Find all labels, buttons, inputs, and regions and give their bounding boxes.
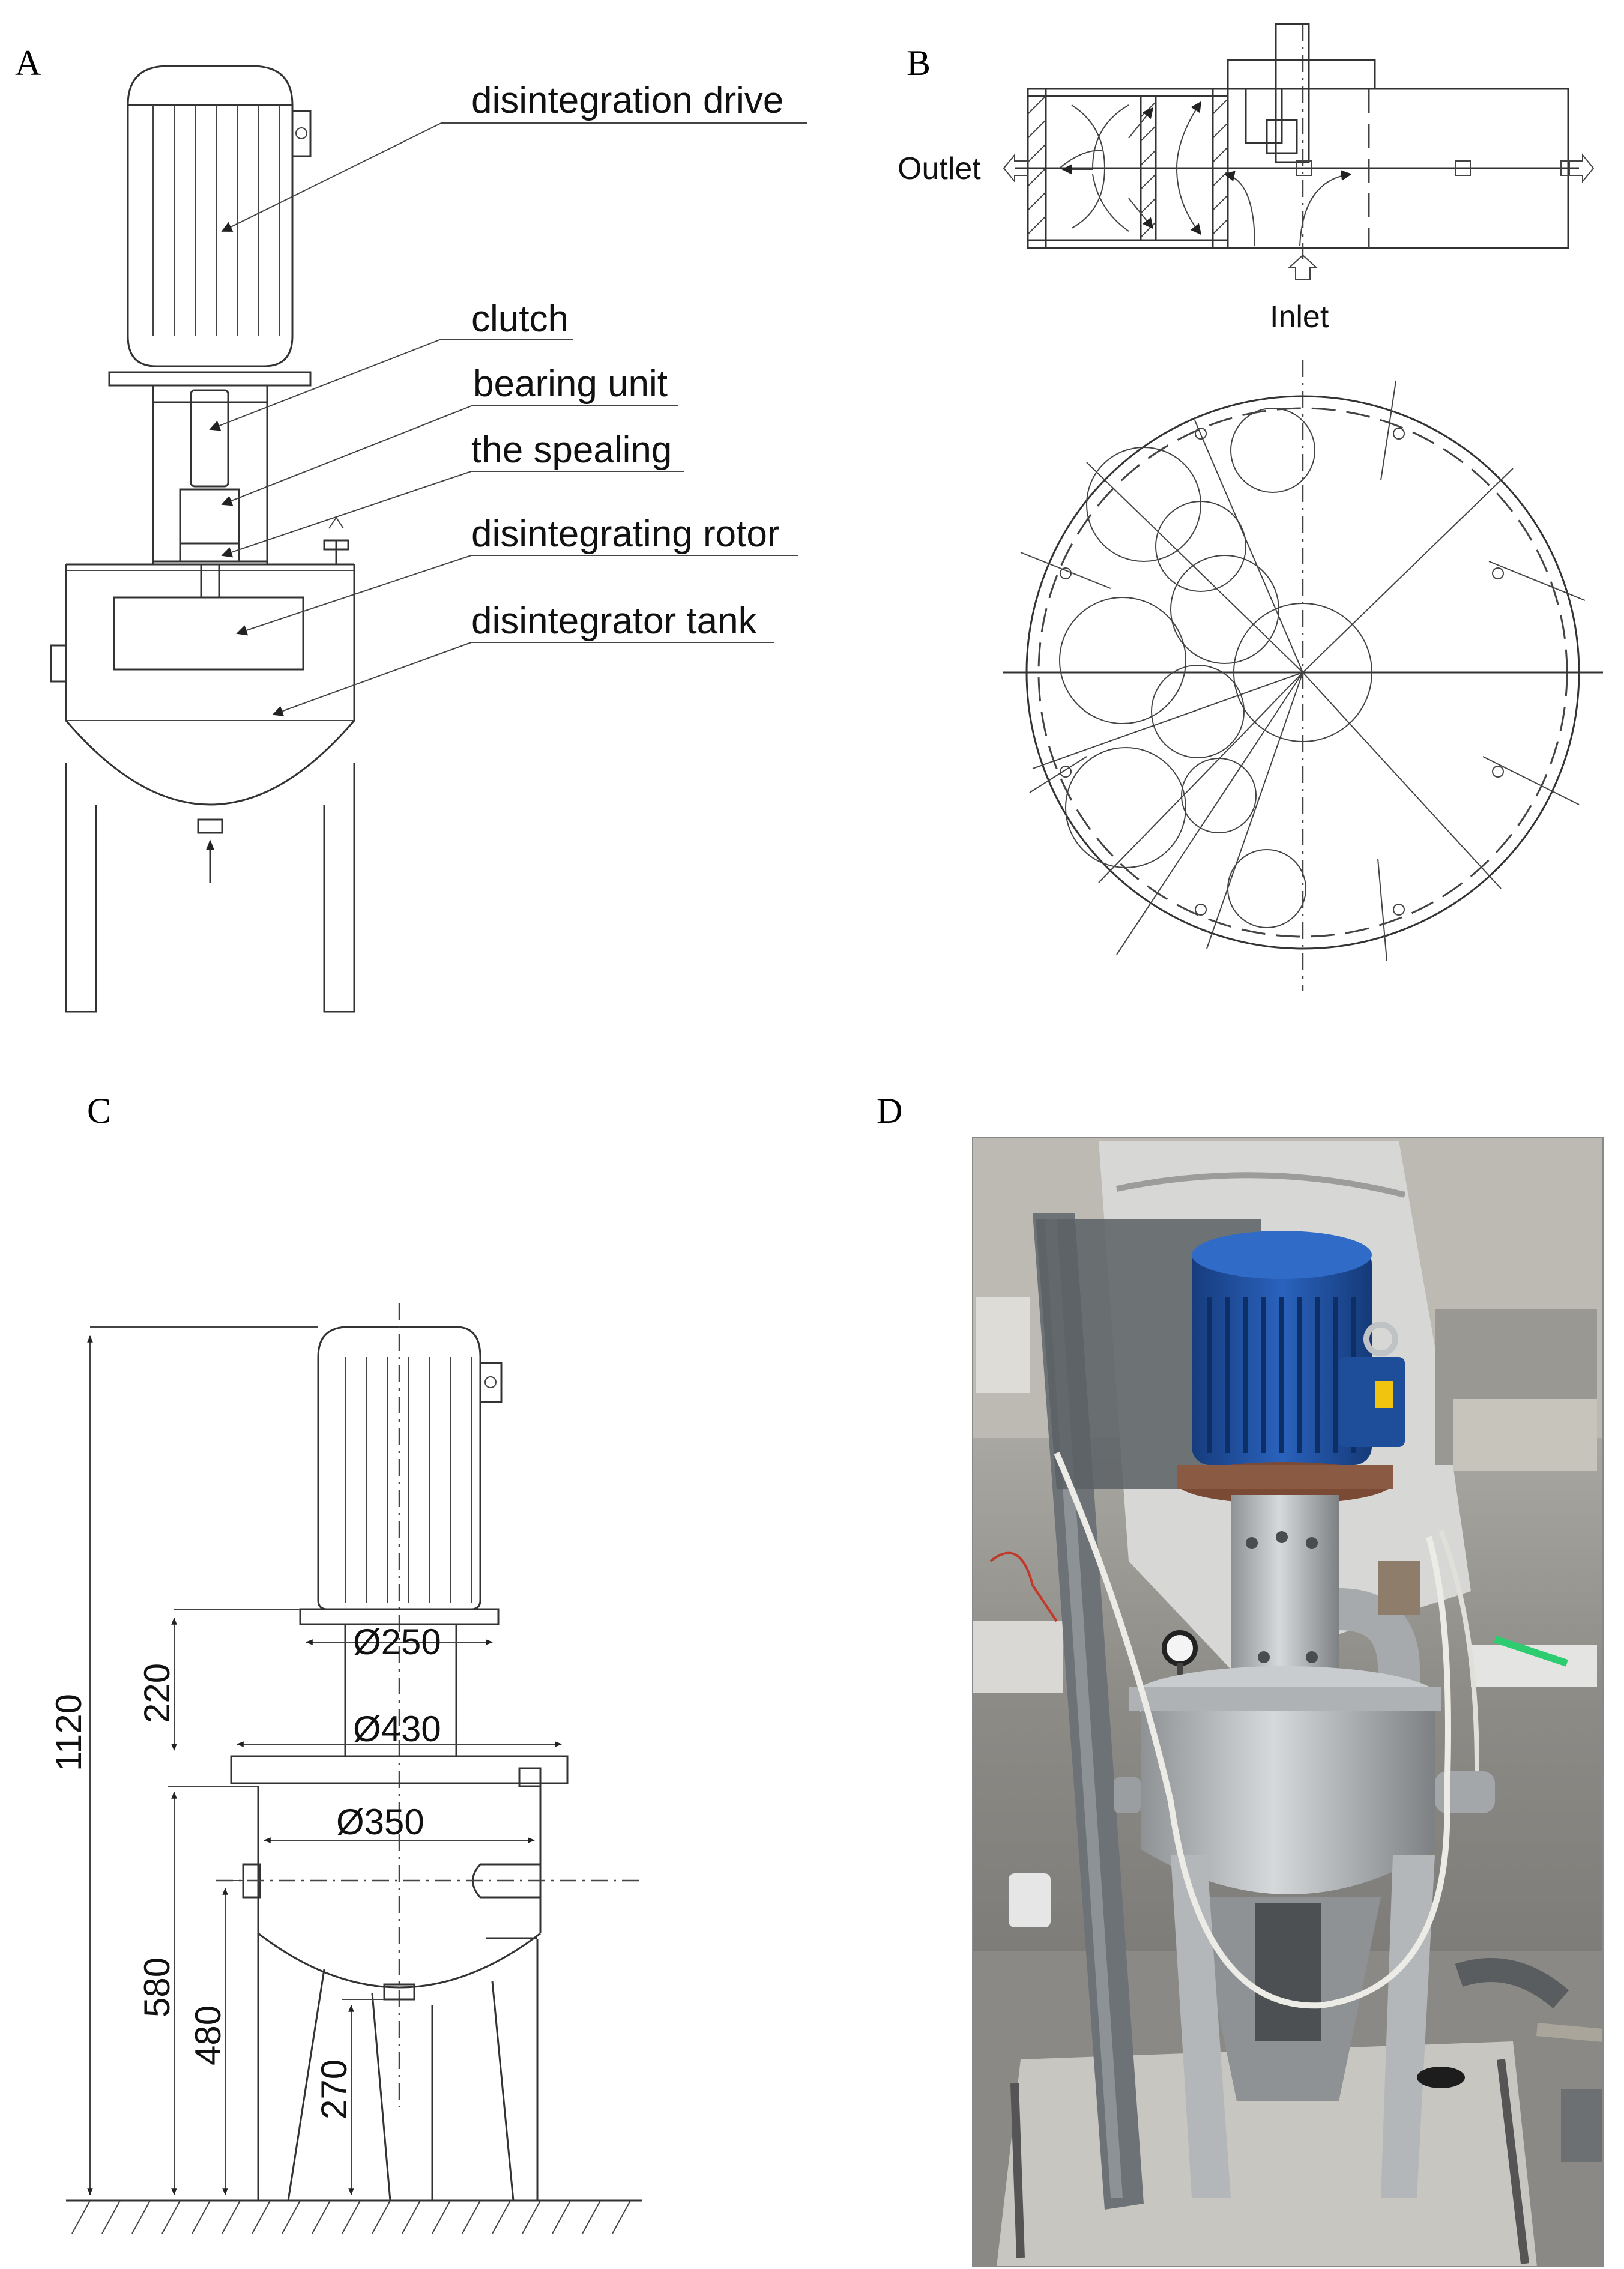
dimension-d350: Ø350 [336, 1802, 424, 1842]
dimension-lines [87, 1326, 563, 2196]
callout-sealing: the spealing [471, 429, 672, 471]
dimension-d430: Ø430 [353, 1709, 441, 1749]
panel-c-dimension-drawing: Ø250 Ø430 Ø350 1120 220 580 480 270 [49, 1303, 645, 2234]
callout-bearing-unit: bearing unit [473, 363, 668, 405]
dimension-h220: 220 [137, 1663, 177, 1723]
callout-disintegration-drive: disintegration drive [471, 80, 783, 121]
panel-label-b: B [907, 43, 931, 83]
callout-disintegrating-rotor: disintegrating rotor [471, 513, 780, 555]
motor-drawing [127, 65, 312, 367]
panel-label-a: A [15, 43, 41, 83]
callout-clutch: clutch [471, 298, 569, 340]
rotor-side-section: Outlet Inlet [898, 23, 1595, 334]
dimension-h580: 580 [137, 1957, 177, 2017]
panel-label-d: D [877, 1091, 902, 1131]
panel-a-assembly-drawing: disintegration drive clutch bearing unit… [50, 65, 807, 1013]
dimension-h270: 270 [314, 2059, 354, 2119]
inlet-label: Inlet [1270, 300, 1329, 334]
dimension-h480: 480 [188, 2005, 228, 2065]
outlet-label: Outlet [898, 151, 981, 186]
panel-b-rotor-scheme: Outlet Inlet [898, 23, 1603, 991]
callout-disintegrator-tank: disintegrator tank [471, 600, 758, 642]
rotor-front-view [1003, 360, 1603, 991]
disintegrator-photo [972, 1137, 1604, 2267]
dimension-h1120: 1120 [49, 1694, 89, 1771]
dimension-d250: Ø250 [353, 1622, 441, 1662]
panel-label-c: C [87, 1091, 111, 1131]
